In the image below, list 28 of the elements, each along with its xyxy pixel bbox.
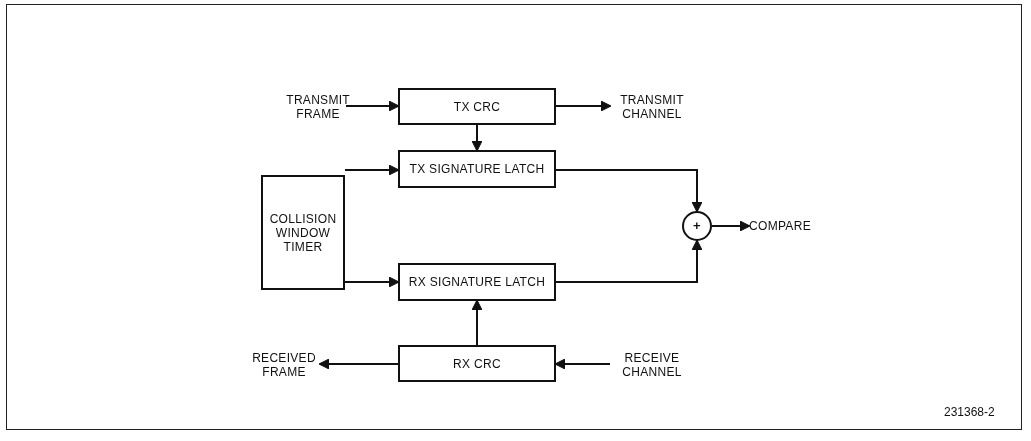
summing-junction-circle xyxy=(682,211,712,241)
arrow xyxy=(711,220,751,232)
arrow xyxy=(555,239,703,283)
arrow xyxy=(555,100,612,112)
box-label: TX SIGNATURE LATCH xyxy=(409,162,545,176)
arrow xyxy=(344,164,400,176)
arrow xyxy=(345,100,400,112)
arrow xyxy=(555,169,703,213)
box-label: TX CRC xyxy=(453,99,501,114)
text-label: RECEIVE CHANNEL xyxy=(610,350,694,380)
box-label: COLLISION WINDOW TIMER xyxy=(268,211,338,254)
arrow xyxy=(344,276,400,288)
process-box xyxy=(398,88,556,125)
process-box xyxy=(398,263,556,301)
plus-sign: + xyxy=(693,219,701,233)
figure-number: 231368-2 xyxy=(944,405,995,419)
process-box xyxy=(261,175,345,290)
process-box xyxy=(398,150,556,188)
text-label: COMPARE xyxy=(749,218,811,234)
process-box xyxy=(398,345,556,382)
text-label: TRANSMIT CHANNEL xyxy=(610,92,694,122)
arrow xyxy=(471,124,483,152)
arrow xyxy=(318,358,399,370)
arrow xyxy=(471,299,483,346)
box-label: RX SIGNATURE LATCH xyxy=(408,275,546,289)
box-label: RX CRC xyxy=(453,356,501,371)
arrow xyxy=(554,358,611,370)
text-label: RECEIVED FRAME xyxy=(248,350,320,380)
